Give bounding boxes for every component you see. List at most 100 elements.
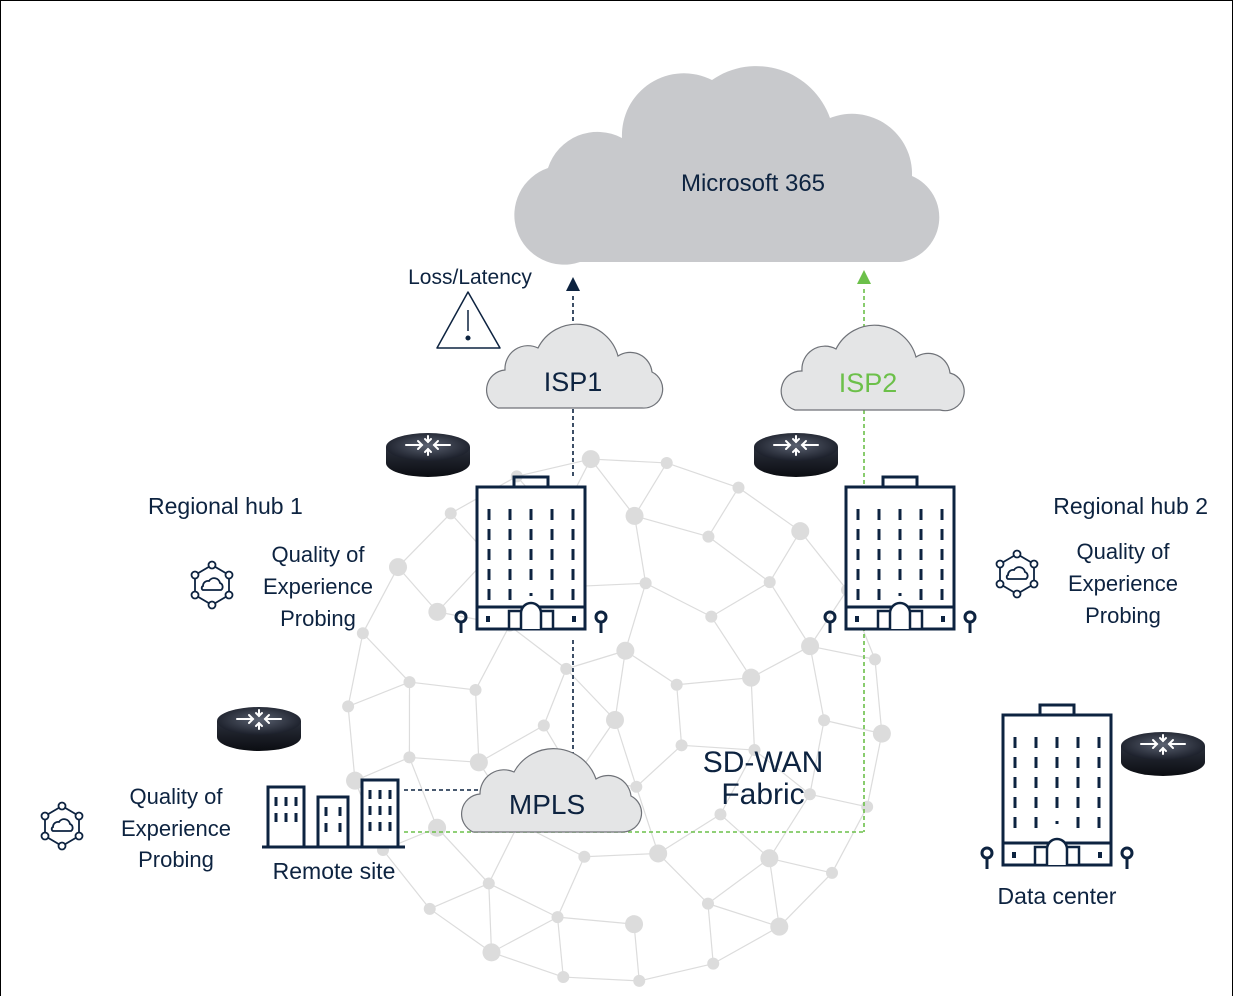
mesh-link	[614, 650, 626, 721]
mesh-link	[712, 926, 780, 965]
regional-hub-1-router-icon	[385, 432, 471, 478]
mesh-link	[488, 883, 493, 953]
mesh-node	[578, 850, 591, 863]
mesh-node	[639, 577, 652, 590]
regional-hub-2-qoe-line-3: Probing	[1085, 603, 1161, 628]
mesh-node	[791, 522, 810, 541]
isp2-cloud-icon	[780, 324, 965, 412]
mesh-link	[809, 720, 825, 795]
mesh-node	[469, 683, 482, 696]
mesh-node	[625, 915, 644, 934]
mesh-link	[809, 645, 876, 660]
mesh-node	[428, 602, 447, 621]
mesh-node	[482, 943, 501, 962]
microsoft-365-label: Microsoft 365	[681, 170, 825, 197]
mesh-link	[429, 908, 492, 953]
isp1-cloud-icon	[486, 323, 664, 409]
mesh-link	[474, 689, 480, 763]
mesh-link	[823, 719, 883, 735]
regional-hub-1-qoe-line-3: Probing	[280, 606, 356, 631]
mesh-link	[491, 951, 564, 978]
mesh-node	[872, 724, 891, 743]
mesh-link	[676, 677, 752, 686]
pin-icon	[980, 846, 994, 871]
mesh-node	[388, 558, 407, 577]
mesh-link	[557, 916, 635, 925]
mesh-link	[708, 536, 771, 583]
mesh-link	[866, 733, 883, 807]
mesh-link	[409, 756, 479, 763]
pin-icon	[1120, 846, 1134, 871]
mesh-link	[634, 462, 668, 517]
mesh-link	[362, 632, 410, 683]
mesh-link	[657, 853, 709, 905]
pin-icon	[963, 610, 977, 635]
regional-hub-1-qoe-icon	[190, 560, 234, 610]
regional-hub-1-label: Regional hub 1	[148, 493, 303, 519]
mesh-link	[488, 823, 520, 884]
mesh-link	[719, 749, 755, 815]
mesh-link	[362, 566, 399, 634]
mesh-node	[868, 653, 881, 666]
data-center-building-icon	[980, 703, 1134, 871]
mesh-link	[409, 681, 476, 691]
mesh-node	[760, 849, 779, 868]
mesh-node	[606, 711, 624, 729]
mesh-node	[861, 800, 874, 813]
mesh-link	[754, 749, 811, 795]
mesh-node	[469, 753, 488, 772]
mesh-node	[444, 507, 457, 520]
mesh-link	[347, 681, 410, 707]
mesh-link	[809, 646, 825, 721]
mesh-node	[649, 844, 668, 863]
mesh-node	[560, 662, 573, 675]
mesh-link	[590, 458, 667, 464]
mesh-link	[676, 684, 683, 746]
mpls-cloud-icon	[461, 748, 643, 833]
data-center-router-icon	[1120, 731, 1206, 777]
mesh-node	[633, 974, 646, 987]
mesh-link	[657, 813, 721, 854]
mesh-link	[707, 487, 740, 537]
mesh-link	[750, 645, 811, 679]
data-center-label: Data center	[998, 883, 1117, 909]
mesh-link	[707, 903, 780, 928]
mesh-node	[630, 780, 643, 793]
sdwan-fabric-line-2: Fabric	[721, 778, 804, 811]
mesh-link	[707, 857, 770, 905]
mesh-node	[581, 450, 600, 469]
regional-hub-1-qoe-line-1: Quality of	[272, 542, 366, 567]
regional-hub-2-router-icon	[753, 432, 839, 478]
mesh-link	[769, 857, 833, 874]
mesh-node	[616, 641, 635, 660]
mesh-node	[403, 751, 416, 764]
mesh-node	[551, 911, 564, 924]
mesh-link	[769, 581, 811, 647]
mesh-link	[478, 724, 545, 763]
mesh-node	[670, 678, 683, 691]
mesh-node	[660, 456, 673, 469]
mesh-link	[681, 744, 755, 751]
mesh-sphere	[342, 450, 891, 987]
mesh-link	[625, 650, 678, 686]
remote-site-router-icon	[216, 706, 302, 752]
mesh-link	[563, 976, 640, 982]
warning-icon	[436, 291, 501, 349]
mesh-link	[556, 856, 585, 918]
mesh-link	[635, 786, 659, 854]
mesh-node	[826, 866, 839, 879]
mesh-node	[748, 744, 761, 757]
mesh-link	[566, 650, 626, 670]
mpls-label: MPLS	[509, 789, 585, 820]
mesh-node	[428, 818, 447, 837]
mesh-link	[639, 963, 714, 982]
mesh-link	[397, 566, 438, 613]
mesh-link	[633, 924, 640, 981]
mesh-node	[675, 739, 688, 752]
mesh-node	[346, 771, 365, 790]
mesh-link	[354, 756, 410, 782]
mesh-node	[770, 917, 789, 936]
mesh-link	[509, 625, 567, 670]
mesh-link	[436, 827, 490, 884]
